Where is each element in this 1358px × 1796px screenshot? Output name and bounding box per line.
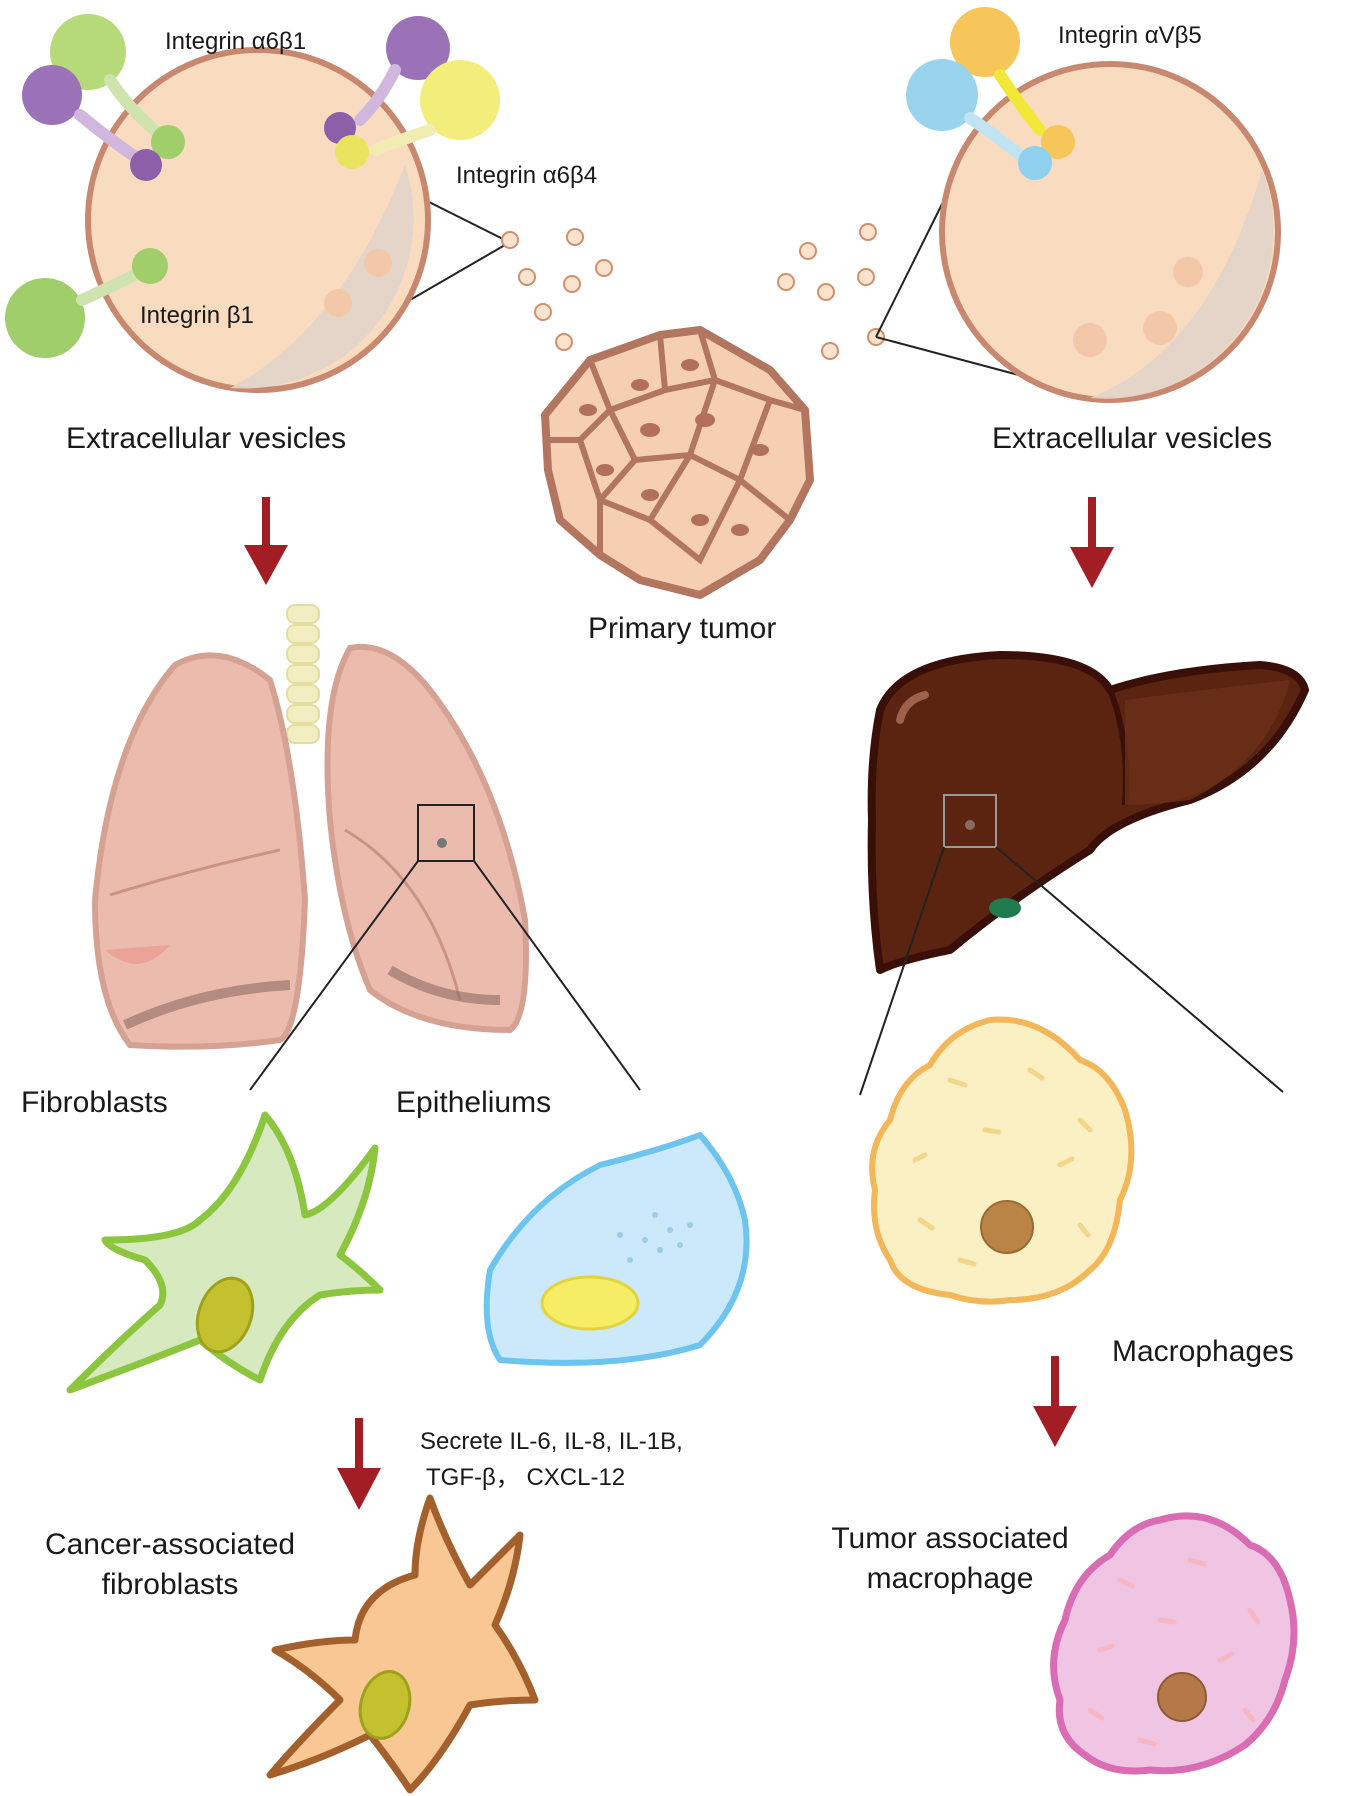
integrin-a6b1-label: Integrin α6β1 (165, 28, 306, 56)
fibroblast-cell (70, 1115, 380, 1390)
arrow-to-caf (337, 1418, 381, 1510)
integrin-avb5-label: Integrin αVβ5 (1058, 22, 1202, 50)
liver-lesion (965, 820, 975, 830)
lung-lesion (437, 838, 447, 848)
vesicle-spot (324, 289, 352, 317)
secrete-label-line1: Secrete IL-6, IL-8, IL-1B, (420, 1428, 683, 1456)
right-vesicle (876, 7, 1278, 400)
arrow-to-liver (1070, 497, 1114, 588)
arrow-to-tam (1033, 1356, 1077, 1447)
tam-label-line1: Tumor associated (800, 1522, 1100, 1557)
caf-label-line2: fibroblasts (20, 1568, 320, 1603)
macrophage-cell (872, 1020, 1131, 1302)
epithelium-cell (487, 1135, 747, 1363)
vesicle-spot (1143, 311, 1177, 345)
tam-label-line2: macrophage (800, 1562, 1100, 1597)
vesicle-spot (364, 249, 392, 277)
lungs (95, 605, 640, 1090)
trachea (287, 605, 319, 743)
primary-tumor-label: Primary tumor (588, 612, 776, 647)
ev-left-label: Extracellular vesicles (66, 422, 346, 457)
zoom-line (876, 198, 945, 337)
vesicle-body (942, 64, 1278, 400)
integrin-b1-label: Integrin β1 (140, 302, 254, 330)
liver (860, 655, 1305, 1095)
left-vesicle (5, 14, 505, 390)
secrete-label-line2: TGF-β， CXCL-12 (426, 1464, 625, 1492)
integrin-a6b4-label: Integrin α6β4 (456, 162, 597, 190)
epitheliums-label: Epitheliums (396, 1086, 551, 1121)
caf-label-line1: Cancer-associated (20, 1528, 320, 1563)
vesicle-spot (1173, 257, 1203, 287)
arrow-to-lung (244, 497, 288, 585)
ev-right-label: Extracellular vesicles (992, 422, 1272, 457)
vesicle-spot (1073, 323, 1107, 357)
primary-tumor (545, 330, 810, 595)
macrophages-label: Macrophages (1112, 1335, 1294, 1370)
fibroblasts-label: Fibroblasts (21, 1086, 168, 1121)
gallbladder (989, 898, 1021, 918)
